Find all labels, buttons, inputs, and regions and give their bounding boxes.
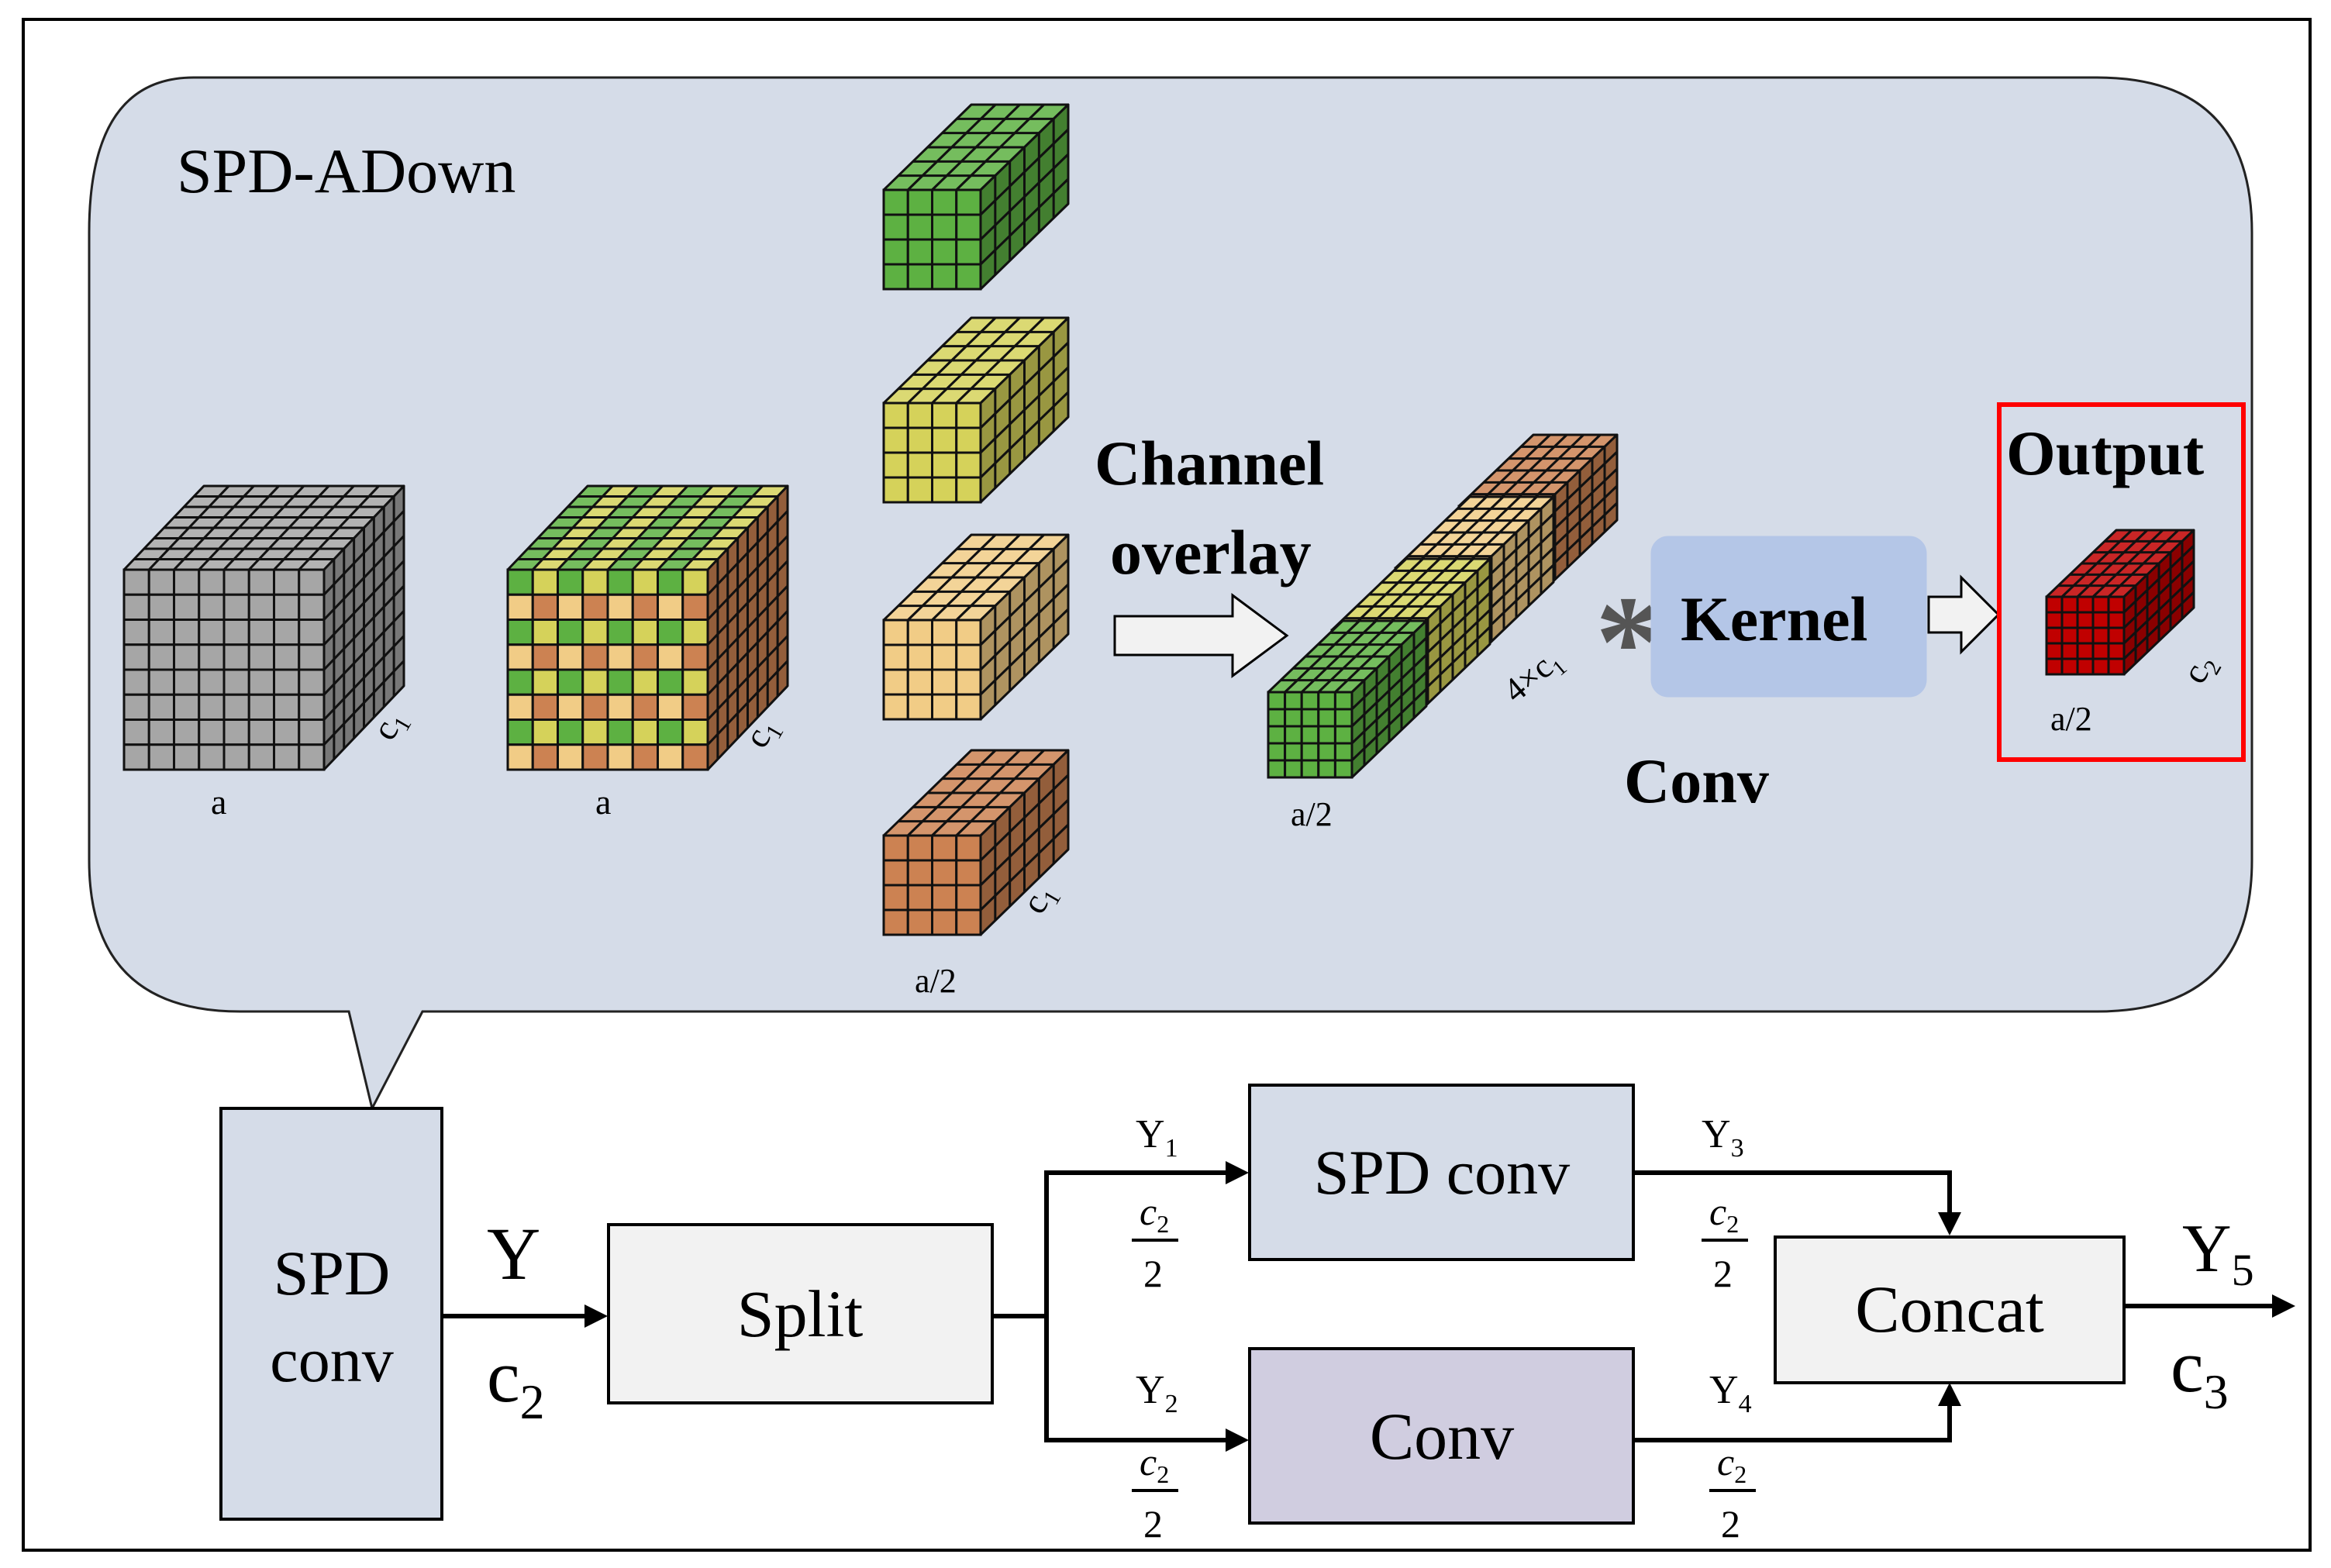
split-label: Split: [737, 1277, 864, 1351]
y4-label: Y4: [1709, 1368, 1752, 1418]
spd-conv-to-concat: [1633, 1170, 1961, 1235]
svg-text:2: 2: [1713, 1252, 1733, 1295]
branch-to-spd-conv: [1044, 1161, 1249, 1316]
label-a-half-split: a/2: [915, 962, 957, 1000]
slice-cube-yellow: [882, 316, 1070, 504]
cube-illustrations: [122, 103, 2195, 936]
stack-cube-yellow: [1330, 557, 1491, 717]
svg-text:c2: c2: [1140, 1440, 1169, 1488]
flow-y-label: Y: [487, 1212, 540, 1295]
conv-to-concat: [1633, 1383, 1961, 1442]
svg-text:c2: c2: [1717, 1440, 1747, 1488]
outer-border: [22, 18, 2312, 1552]
flow-c2-label: c2: [487, 1335, 545, 1429]
fraction-y2: c2 2: [1132, 1440, 1178, 1546]
conv-caption: Conv: [1624, 746, 1769, 816]
concat-block: [1774, 1235, 2126, 1384]
spd-conv-block-line1: SPD: [274, 1238, 390, 1308]
y1-label: Y1: [1136, 1112, 1178, 1163]
svg-text:2: 2: [1721, 1502, 1740, 1546]
input-cube-gray: [122, 484, 405, 771]
channel-overlay-arrow: [1113, 593, 1289, 678]
concat-label: Concat: [1855, 1272, 2044, 1346]
split-block: [607, 1223, 994, 1404]
stack-cube-green: [1267, 619, 1428, 779]
slice-cube-peach: [882, 533, 1070, 721]
spd-conv-block: [219, 1107, 443, 1521]
spd-conv-block-line2: conv: [270, 1325, 393, 1395]
svg-text:c2: c2: [1140, 1190, 1169, 1238]
conv-branch-label: Conv: [1370, 1399, 1514, 1473]
svg-text:2: 2: [1143, 1252, 1163, 1295]
label-a-gray: a: [211, 782, 226, 822]
output-cube-red: [2045, 529, 2195, 676]
fraction-y1: c2 2: [1132, 1190, 1178, 1295]
input-cube-mixed: [506, 484, 789, 771]
kernel-label: Kernel: [1681, 584, 1867, 654]
fraction-y4: c2 2: [1709, 1440, 1756, 1546]
fraction-y3: c2 2: [1702, 1190, 1748, 1295]
label-a-half-stack: a/2: [1291, 795, 1333, 833]
conv-branch-block: [1248, 1347, 1635, 1525]
output-frame: [1997, 402, 2246, 762]
channel-overlay-label-line1: Channel: [1095, 428, 1324, 498]
slice-cube-orange: [882, 749, 1070, 936]
svg-text:c2: c2: [1709, 1190, 1739, 1238]
slice-cube-green: [882, 103, 1070, 291]
label-a-half-output: a/2: [2050, 700, 2092, 738]
panel-title: SPD-ADown: [177, 136, 516, 206]
kernel-output-arrow: [1927, 574, 2001, 655]
label-a-mixed: a: [595, 782, 611, 822]
spd-adown-panel: [88, 76, 2253, 1112]
y2-label: Y2: [1136, 1368, 1178, 1418]
y5-label: Y5: [2182, 1211, 2254, 1295]
output-label: Output: [2006, 418, 2204, 488]
branch-to-conv: [1044, 1316, 1249, 1452]
y3-label: Y3: [1702, 1112, 1744, 1163]
spd-conv-branch-label: SPD conv: [1314, 1137, 1570, 1208]
kernel-box: [1650, 536, 1927, 698]
c3-label: c3: [2171, 1325, 2229, 1419]
spd-conv-branch-block: [1248, 1084, 1635, 1261]
svg-text:2: 2: [1143, 1502, 1163, 1546]
asterisk-icon: *: [1595, 569, 1661, 715]
channel-overlay-label-line2: overlay: [1110, 517, 1312, 588]
